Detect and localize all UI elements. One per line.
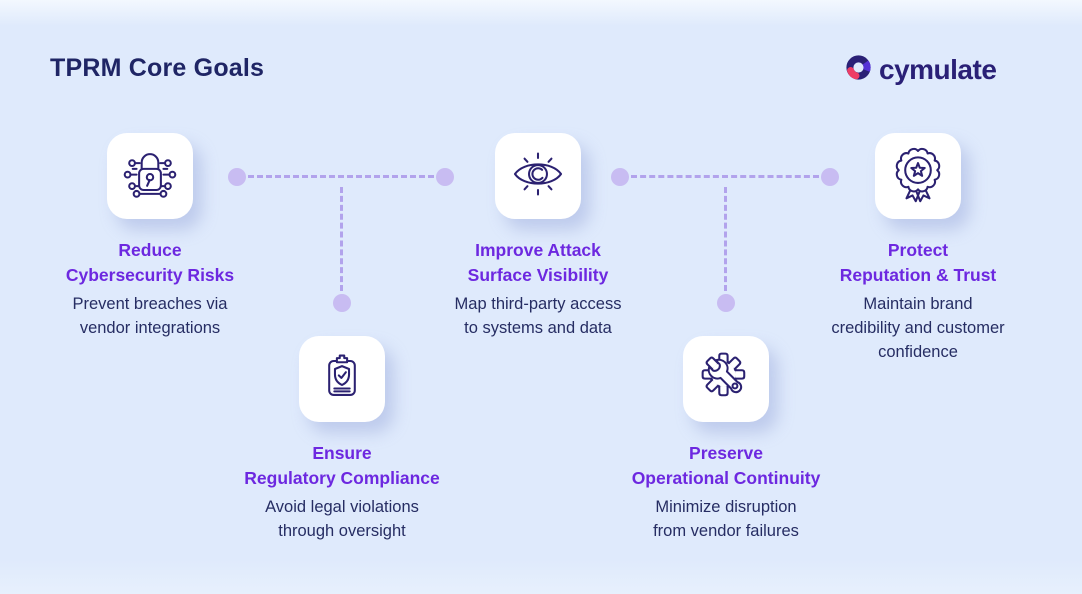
item-desc-line: vendor integrations <box>79 319 221 337</box>
gear-wrench-icon <box>694 345 758 414</box>
item-title: Reduce Cybersecurity Risks <box>30 238 270 288</box>
item-title-line: Protect <box>887 240 949 260</box>
item-title-line: Regulatory Compliance <box>244 468 440 488</box>
icon-card-reputation-trust <box>875 133 961 219</box>
clipboard-shield-icon <box>310 345 374 414</box>
connector-dot <box>333 294 351 312</box>
brand-logo: cymulate <box>845 54 997 86</box>
icon-card-operational-continuity <box>683 336 769 422</box>
item-desc-line: credibility and customer <box>831 319 1005 337</box>
award-ribbon-icon <box>886 142 950 211</box>
item-title-line: Reputation & Trust <box>839 265 997 285</box>
item-desc-line: to systems and data <box>464 319 612 337</box>
connector-dashed-line <box>631 175 819 178</box>
connector-dot <box>717 294 735 312</box>
item-title-line: Operational Continuity <box>631 468 821 488</box>
item-title-line: Preserve <box>689 443 763 463</box>
item-operational-continuity: Preserve Operational Continuity Minimize… <box>606 441 846 543</box>
item-description: Minimize disruption from vendor failures <box>606 495 846 543</box>
connector-dashed-line <box>340 187 343 291</box>
connector-dashed-line <box>724 187 727 291</box>
item-desc-line: confidence <box>878 343 958 361</box>
item-desc-line: Avoid legal violations <box>265 498 419 516</box>
connector-dashed-line <box>248 175 434 178</box>
item-description: Maintain brand credibility and customer … <box>798 292 1038 364</box>
connector-dot <box>611 168 629 186</box>
eye-visibility-icon <box>506 142 570 211</box>
cymulate-ring-icon <box>845 54 872 86</box>
item-description: Avoid legal violations through oversight <box>222 495 462 543</box>
icon-card-regulatory-compliance <box>299 336 385 422</box>
item-title-line: Surface Visibility <box>467 265 609 285</box>
item-desc-line: from vendor failures <box>653 522 799 540</box>
item-attack-surface: Improve Attack Surface Visibility Map th… <box>418 238 658 340</box>
item-description: Map third-party access to systems and da… <box>418 292 658 340</box>
lock-circuit-icon <box>118 142 182 211</box>
item-title-line: Improve Attack <box>475 240 601 260</box>
brand-name: cymulate <box>879 54 997 85</box>
item-regulatory-compliance: Ensure Regulatory Compliance Avoid legal… <box>222 441 462 543</box>
connector-dot <box>436 168 454 186</box>
icon-card-attack-surface <box>495 133 581 219</box>
item-desc-line: through oversight <box>278 522 406 540</box>
item-description: Prevent breaches via vendor integrations <box>30 292 270 340</box>
item-title-line: Ensure <box>312 443 372 463</box>
item-reputation-trust: Protect Reputation & Trust Maintain bran… <box>798 238 1038 364</box>
connector-dot <box>821 168 839 186</box>
icon-card-reduce-risks <box>107 133 193 219</box>
item-reduce-risks: Reduce Cybersecurity Risks Prevent breac… <box>30 238 270 340</box>
item-title-line: Reduce <box>118 240 182 260</box>
connector-dot <box>228 168 246 186</box>
item-title: Protect Reputation & Trust <box>798 238 1038 288</box>
item-desc-line: Prevent breaches via <box>72 295 228 313</box>
item-title: Preserve Operational Continuity <box>606 441 846 491</box>
page-title: TPRM Core Goals <box>50 54 265 82</box>
item-title-line: Cybersecurity Risks <box>65 265 235 285</box>
item-desc-line: Map third-party access <box>454 295 622 313</box>
item-desc-line: Minimize disruption <box>655 498 797 516</box>
item-title: Ensure Regulatory Compliance <box>222 441 462 491</box>
item-desc-line: Maintain brand <box>863 295 973 313</box>
item-title: Improve Attack Surface Visibility <box>418 238 658 288</box>
